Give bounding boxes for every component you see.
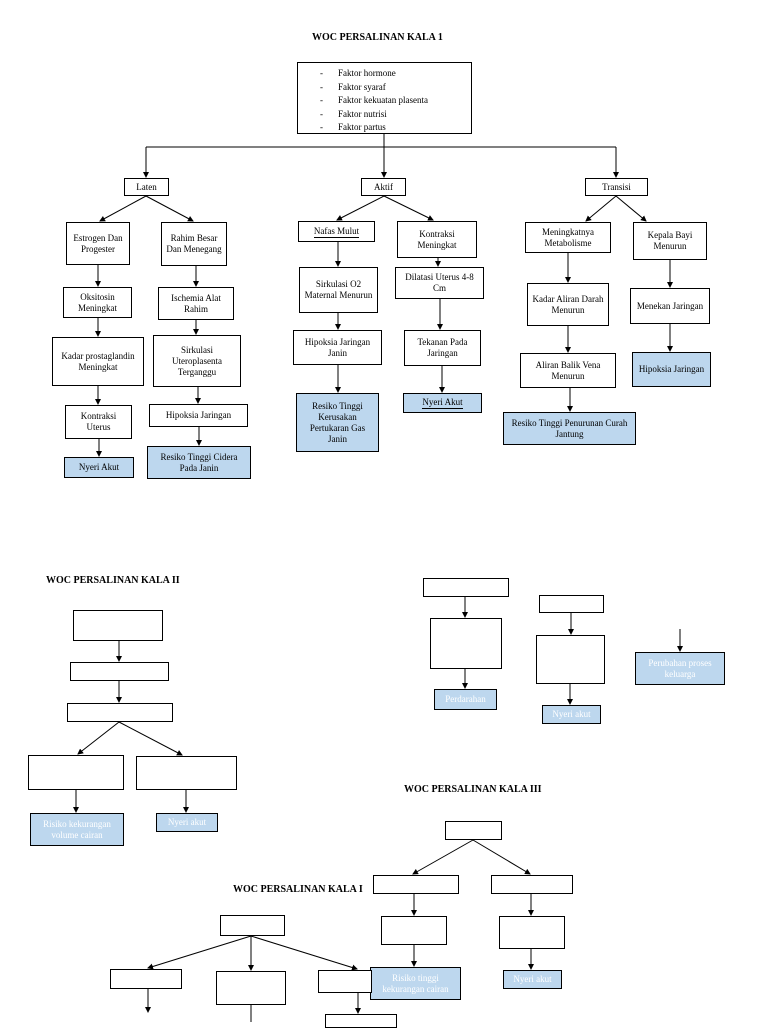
node-kontraksi-uterus: Kontraksi Uterus bbox=[65, 405, 132, 439]
factor-item: Faktor nutrisi bbox=[320, 108, 471, 122]
kala2-empty-box bbox=[28, 755, 124, 790]
node-hipoksia-janin: Hipoksia Jaringan Janin bbox=[293, 330, 382, 365]
kala2-title: WOC PERSALINAN KALA II bbox=[46, 575, 180, 586]
kala3-empty-box bbox=[373, 875, 459, 894]
node-nyeri-akut-kala2-left: Nyeri akut bbox=[156, 813, 218, 832]
node-nyeri-akut-aktif: Nyeri Akut bbox=[403, 393, 482, 413]
node-estrogen: Estrogen Dan Progester bbox=[66, 222, 130, 265]
node-laten: Laten bbox=[124, 178, 169, 196]
factor-item: Faktor syaraf bbox=[320, 81, 471, 95]
node-nyeri-akut-kala3: Nyeri akut bbox=[503, 970, 562, 989]
kala2-empty-box bbox=[73, 610, 163, 641]
node-nafas-mulut: Nafas Mulut bbox=[298, 221, 375, 242]
node-sirkulasi-uteroplasenta: Sirkulasi Uteroplasenta Terganggu bbox=[153, 335, 241, 387]
node-perubahan-proses-keluarga: Perubahan proses keluarga bbox=[635, 652, 725, 685]
node-rahim: Rahim Besar Dan Menegang bbox=[161, 222, 227, 266]
factor-item: Faktor hormone bbox=[320, 67, 471, 81]
node-risiko-volume-cairan: Risiko kekurangan volume cairan bbox=[30, 813, 124, 846]
kala4-empty-box bbox=[110, 969, 182, 989]
node-nyeri-akut-laten: Nyeri Akut bbox=[64, 457, 134, 478]
node-aliran-balik-vena: Aliran Balik Vena Menurun bbox=[520, 353, 616, 388]
kala2-empty-box bbox=[430, 618, 502, 669]
factors-box: Faktor hormone Faktor syaraf Faktor keku… bbox=[297, 62, 472, 134]
node-nyeri-akut-kala2-right: Nyeri akut bbox=[542, 705, 601, 724]
kala3-title: WOC PERSALINAN KALA III bbox=[404, 784, 542, 795]
factor-item: Faktor kekuatan plasenta bbox=[320, 94, 471, 108]
kala2-empty-box bbox=[136, 756, 237, 790]
node-hipoksia-transisi: Hipoksia Jaringan bbox=[632, 352, 711, 387]
kala2-empty-box bbox=[67, 703, 173, 722]
node-kontraksi-meningkat: Kontraksi Meningkat bbox=[397, 221, 477, 258]
kala3-empty-box bbox=[381, 916, 447, 945]
kala2-empty-box bbox=[539, 595, 604, 613]
node-sirkulasi-o2: Sirkulasi O2 Maternal Menurun bbox=[299, 267, 378, 313]
node-tekanan-jaringan: Tekanan Pada Jaringan bbox=[404, 330, 481, 366]
node-nafas-mulut-text: Nafas Mulut bbox=[313, 225, 360, 238]
node-hipoksia-laten: Hipoksia Jaringan bbox=[149, 404, 248, 427]
node-kadar-aliran-darah: Kadar Aliran Darah Menurun bbox=[527, 283, 609, 326]
node-perdarahan: Perdarahan bbox=[434, 689, 497, 710]
node-dilatasi-uterus: Dilatasi Uterus 4-8 Cm bbox=[395, 267, 484, 299]
kala4-empty-box bbox=[220, 915, 285, 936]
node-resiko-curah-jantung: Resiko Tinggi Penurunan Curah Jantung bbox=[503, 412, 636, 445]
node-prostaglandin: Kadar prostaglandin Meningkat bbox=[52, 337, 144, 386]
node-resiko-pertukaran-gas: Resiko Tinggi Kerusakan Pertukaran Gas J… bbox=[296, 393, 379, 452]
kala1-title: WOC PERSALINAN KALA 1 bbox=[312, 32, 443, 43]
node-menekan-jaringan: Menekan Jaringan bbox=[630, 288, 710, 324]
kala3-empty-box bbox=[491, 875, 573, 894]
factor-item: Faktor partus bbox=[320, 121, 471, 135]
kala3-empty-box bbox=[499, 916, 565, 949]
kala2-empty-box bbox=[536, 635, 605, 684]
kala4-empty-box bbox=[325, 1014, 397, 1028]
node-kepala-bayi: Kepala Bayi Menurun bbox=[633, 222, 707, 260]
node-aktif: Aktif bbox=[361, 178, 406, 196]
kala2-empty-box bbox=[423, 578, 509, 597]
node-risiko-kekurangan-cairan: Risiko tinggi kekurangan cairan bbox=[370, 967, 461, 1000]
kala4-title: WOC PERSALINAN KALA I bbox=[233, 884, 363, 895]
node-nyeri-akut-aktif-text: Nyeri Akut bbox=[422, 397, 463, 409]
node-oksitosin: Oksitosin Meningkat bbox=[63, 287, 132, 318]
node-ischemia: Ischemia Alat Rahim bbox=[158, 287, 234, 320]
kala4-empty-box bbox=[216, 971, 286, 1005]
kala3-empty-box bbox=[445, 821, 502, 840]
node-meningkatnya-metabolisme: Meningkatnya Metabolisme bbox=[525, 222, 611, 253]
node-transisi: Transisi bbox=[585, 178, 648, 196]
kala4-empty-box bbox=[318, 970, 372, 993]
node-resiko-cidera-janin: Resiko Tinggi Cidera Pada Janin bbox=[147, 446, 251, 479]
kala2-empty-box bbox=[70, 662, 169, 681]
